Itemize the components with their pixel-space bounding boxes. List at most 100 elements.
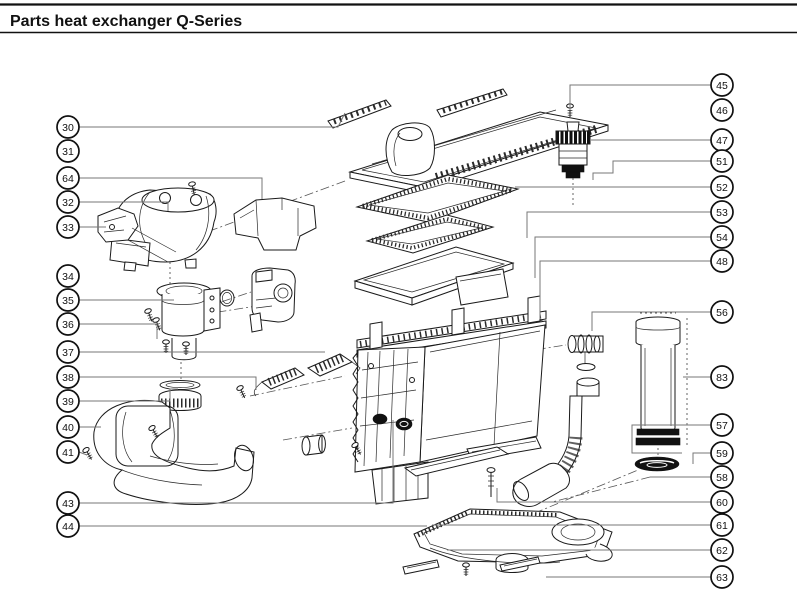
callout-53: 53 — [710, 200, 734, 224]
leader-36 — [79, 323, 158, 339]
leader-51 — [592, 160, 711, 180]
leader-32 — [79, 201, 169, 211]
callout-36: 36 — [56, 312, 80, 336]
burner-gasket-upper-part — [355, 174, 520, 223]
callout-63: 63 — [710, 565, 734, 589]
callout-38-label: 38 — [62, 372, 74, 384]
callout-51-label: 51 — [716, 156, 728, 168]
intake-duct-part — [93, 400, 255, 505]
callout-58-label: 58 — [716, 472, 728, 484]
callout-36-label: 36 — [62, 319, 74, 331]
callout-56-label: 56 — [716, 307, 728, 319]
callout-40-label: 40 — [62, 422, 74, 434]
callout-30: 30 — [56, 115, 80, 139]
callout-33: 33 — [56, 215, 80, 239]
leader-43 — [79, 420, 394, 504]
o-ring-part — [219, 289, 235, 307]
gas-valve-part — [249, 267, 296, 333]
callout-39: 39 — [56, 389, 80, 413]
callout-45-label: 45 — [716, 80, 728, 92]
callout-48: 48 — [710, 249, 734, 273]
callout-32: 32 — [56, 190, 80, 214]
callout-64: 64 — [56, 166, 80, 190]
callout-41: 41 — [56, 440, 80, 464]
callout-60: 60 — [710, 490, 734, 514]
callout-61-label: 61 — [716, 520, 728, 532]
callout-57-label: 57 — [716, 420, 728, 432]
leader-57 — [631, 424, 711, 454]
callout-45: 45 — [710, 73, 734, 97]
siphon-cup-part — [635, 316, 681, 446]
callout-34: 34 — [56, 264, 80, 288]
callout-34-label: 34 — [62, 271, 74, 283]
callout-63-label: 63 — [716, 572, 728, 584]
drain-hose-part — [512, 377, 600, 507]
fan-assembly-part — [109, 187, 217, 272]
callout-32-label: 32 — [62, 197, 74, 209]
callout-56: 56 — [710, 300, 734, 324]
leader-53 — [526, 211, 711, 238]
callout-30-label: 30 — [62, 122, 74, 134]
top-cover-part — [348, 109, 609, 193]
callout-35: 35 — [56, 288, 80, 312]
bottom-rail-part — [403, 446, 510, 477]
leader-60 — [496, 488, 711, 503]
sensor-plug-part — [301, 434, 326, 456]
callout-37: 37 — [56, 340, 80, 364]
callout-59: 59 — [710, 441, 734, 465]
leader-54 — [534, 236, 711, 278]
callout-38: 38 — [56, 365, 80, 389]
electrode-part-1 — [306, 352, 361, 377]
callout-59-label: 59 — [716, 448, 728, 460]
callout-39-label: 39 — [62, 396, 74, 408]
callout-43-label: 43 — [62, 498, 74, 510]
long-screw-part — [486, 467, 496, 497]
callout-31-label: 31 — [62, 146, 74, 158]
mounting-bracket-part — [97, 207, 177, 263]
tray-strip-part-2 — [499, 556, 541, 572]
callout-83-label: 83 — [716, 372, 728, 384]
callout-52: 52 — [710, 175, 734, 199]
rail-strip-left-part — [327, 99, 392, 129]
air-duct-elbow-part — [233, 197, 317, 251]
hose-fitting-part — [567, 334, 604, 371]
callout-33-label: 33 — [62, 222, 74, 234]
right-callouts-group: 45 46 47 51 52 53 54 48 56 83 57 59 58 6… — [710, 73, 734, 589]
callout-60-label: 60 — [716, 497, 728, 509]
callout-62: 62 — [710, 538, 734, 562]
callout-54-label: 54 — [716, 232, 728, 244]
leader-38 — [79, 376, 257, 390]
leader-45 — [569, 84, 711, 110]
leader-56 — [591, 311, 711, 331]
siphon-seal-part — [634, 456, 680, 472]
callout-43: 43 — [56, 491, 80, 515]
intake-gasket-ring-part — [159, 380, 201, 390]
screw-part — [462, 562, 470, 577]
left-callouts-group: 30 31 64 32 33 34 35 36 37 38 39 40 41 4… — [56, 115, 80, 538]
callout-57: 57 — [710, 413, 734, 437]
callout-58: 58 — [710, 465, 734, 489]
callout-48-label: 48 — [716, 256, 728, 268]
callout-62-label: 62 — [716, 545, 728, 557]
callout-51: 51 — [710, 149, 734, 173]
venturi-tower-part — [385, 122, 435, 176]
page-title: Parts heat exchanger Q-Series — [10, 13, 242, 30]
callout-83: 83 — [710, 365, 734, 389]
electrode-part-2 — [253, 367, 305, 397]
callout-64-label: 64 — [62, 173, 74, 185]
callout-44: 44 — [56, 514, 80, 538]
callout-37-label: 37 — [62, 347, 74, 359]
leader-39 — [79, 388, 178, 402]
tray-strip-part-1 — [402, 559, 440, 575]
leader-64 — [79, 177, 263, 199]
callout-44-label: 44 — [62, 521, 74, 533]
callout-40: 40 — [56, 415, 80, 439]
burner-gasket-lower-part — [365, 214, 495, 254]
leader-lines — [78, 84, 711, 578]
venturi-mixer-part — [156, 282, 221, 361]
air-vent-valve-part — [555, 121, 591, 179]
callout-41-label: 41 — [62, 447, 74, 459]
callout-46-label: 46 — [716, 105, 728, 117]
